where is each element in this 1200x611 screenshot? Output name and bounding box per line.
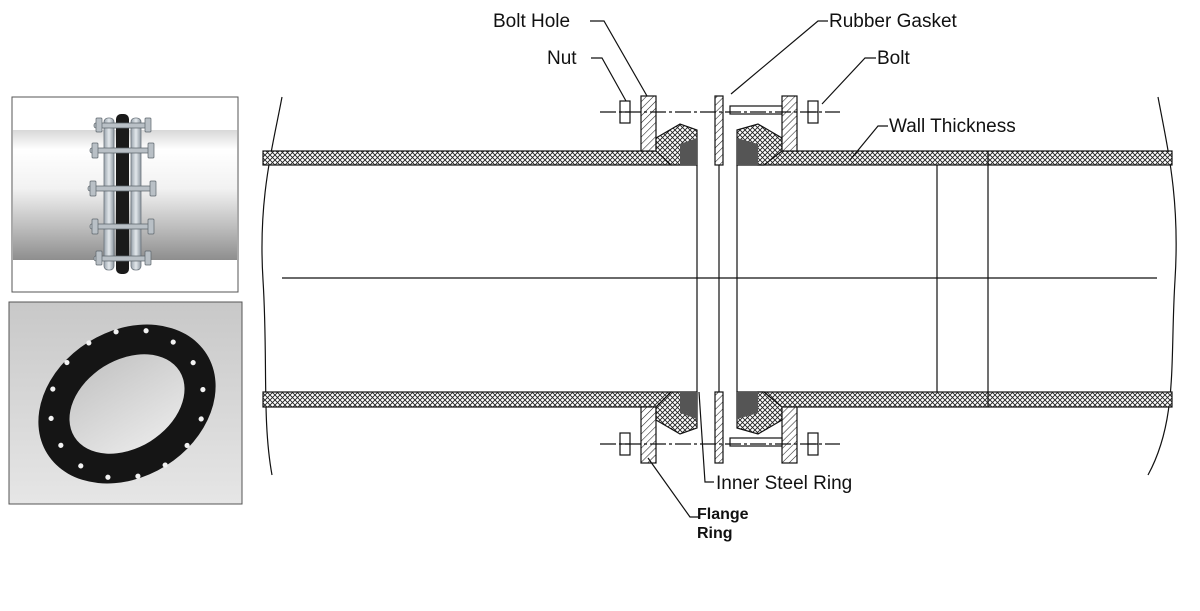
- top-inner-steel-ring: [714, 95, 724, 166]
- right-break-line: [1147, 96, 1177, 476]
- top-wall-left: [262, 150, 672, 166]
- bottom-inner-steel-ring: [714, 391, 724, 464]
- flange-ring-label: Flange Ring: [697, 505, 749, 543]
- top-right-flange-ring: [781, 95, 798, 152]
- bolt-hole-leader: [590, 20, 648, 97]
- nut-leader: [591, 57, 627, 102]
- bolt-hole-label: Bolt Hole: [493, 11, 571, 32]
- rubber-gasket-label: Rubber Gasket: [829, 11, 957, 32]
- wall-thickness-label: Wall Thickness: [889, 116, 1016, 137]
- inner-steel-ring-label: Inner Steel Ring: [716, 473, 853, 494]
- bolt-leader: [821, 57, 876, 105]
- flange-ring-leader: [647, 457, 700, 518]
- inner-steel-ring-leader: [698, 391, 714, 483]
- flange-ring-label-line1: Flange: [697, 506, 749, 523]
- top-bolt: [729, 105, 783, 115]
- top-wall-right: [757, 150, 1173, 166]
- leader-lines: [590, 20, 888, 518]
- bottom-left-flange-ring: [640, 406, 657, 464]
- bolt-label: Bolt: [877, 48, 910, 69]
- bottom-wall-left: [262, 391, 672, 408]
- top-left-flange-ring: [640, 95, 657, 152]
- bottom-wall-right: [757, 391, 1173, 408]
- coupling-photo: [11, 96, 239, 293]
- rubber-gasket-leader: [730, 20, 828, 95]
- bottom-right-flange-ring: [781, 406, 798, 464]
- flange-ring-label-line2: Ring: [697, 525, 733, 543]
- wall-thickness-leader: [849, 125, 888, 161]
- pipe-section: [261, 95, 1177, 476]
- left-break-line: [261, 96, 283, 476]
- nut-label: Nut: [547, 48, 577, 69]
- gasket-photo: [8, 301, 243, 505]
- bottom-bolt: [729, 437, 783, 447]
